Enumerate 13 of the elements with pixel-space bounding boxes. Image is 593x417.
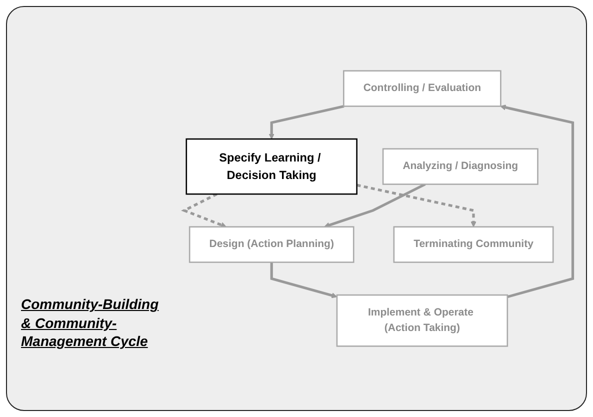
arrow bbox=[324, 183, 426, 228]
process-box: Controlling / Evaluation bbox=[343, 70, 502, 107]
process-box: Terminating Community bbox=[393, 226, 554, 263]
arrow bbox=[356, 184, 476, 228]
arrow bbox=[268, 104, 344, 140]
arrow bbox=[500, 104, 574, 298]
arrow bbox=[270, 262, 338, 298]
arrow bbox=[181, 192, 226, 228]
diagram-label: Community-Building & Community-Management Cycle bbox=[21, 295, 160, 350]
process-box: Design (Action Planning) bbox=[188, 226, 354, 263]
process-box: Implement & Operate (Action Taking) bbox=[336, 294, 508, 347]
process-box: Specify Learning / Decision Taking bbox=[186, 138, 358, 195]
process-box: Analyzing / Diagnosing bbox=[382, 148, 538, 185]
